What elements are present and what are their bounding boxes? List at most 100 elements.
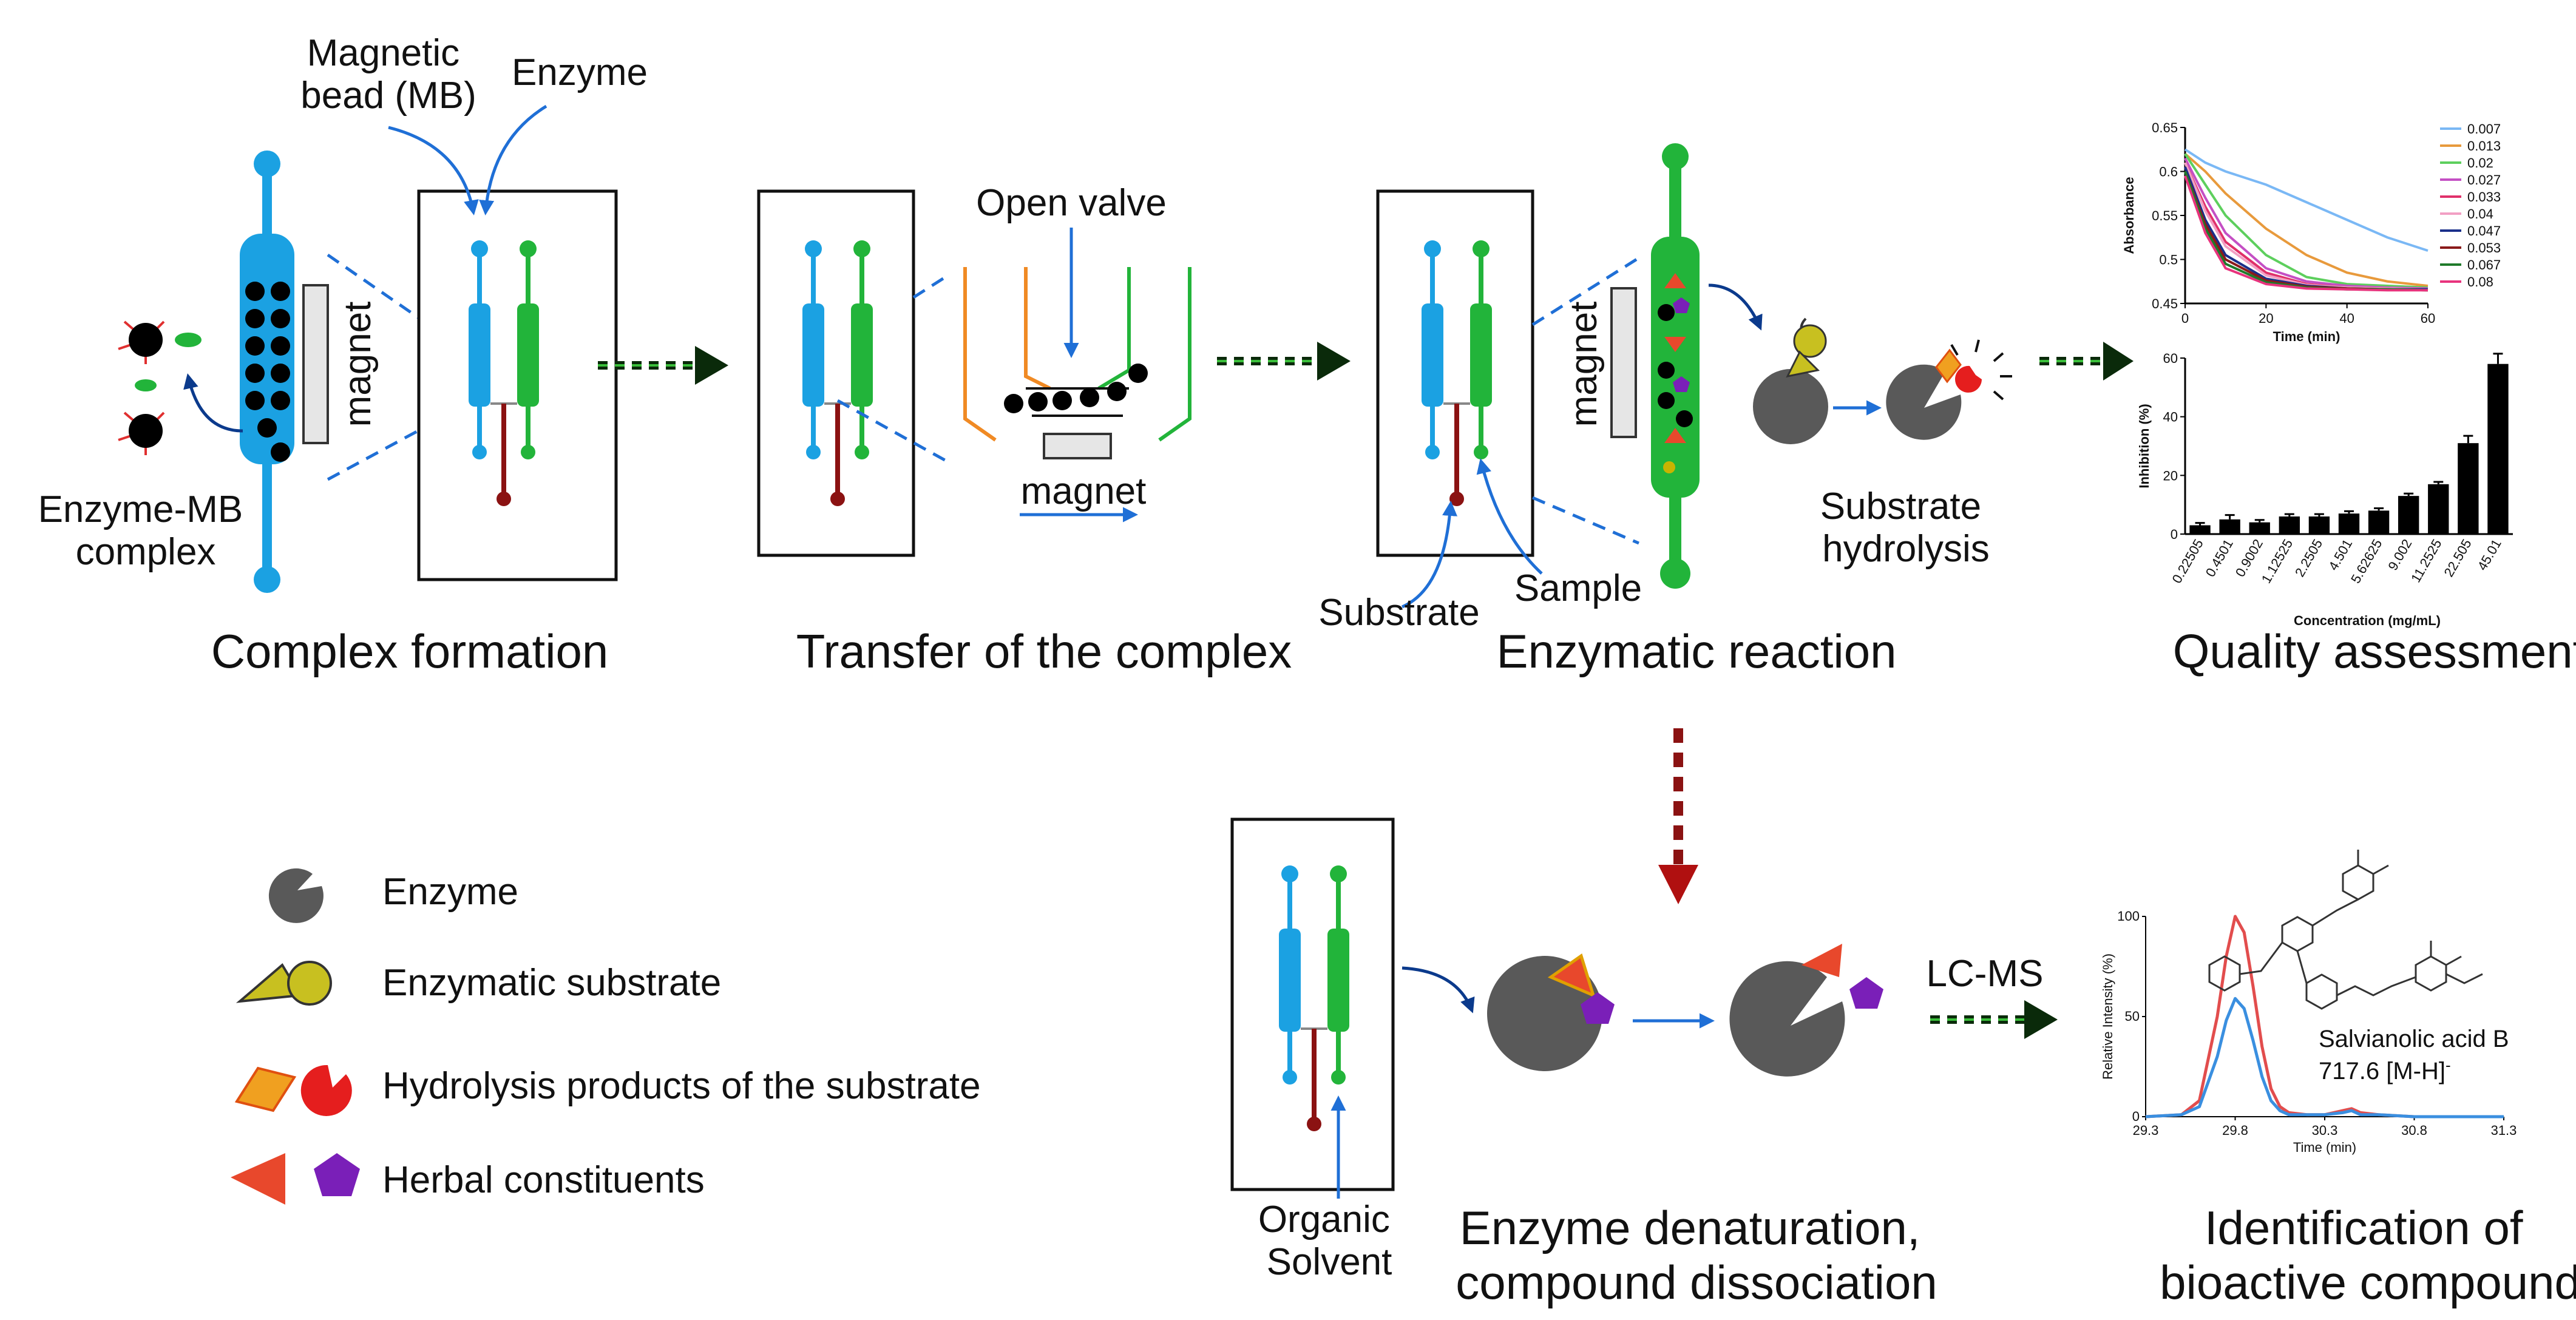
x-tick-label: 45.01 — [2475, 536, 2504, 573]
magnet-bar-3 — [1610, 287, 1637, 438]
y-tick-label: 60 — [2163, 351, 2178, 366]
magnetic-beads — [245, 282, 290, 462]
series-line — [2184, 157, 2429, 290]
series-line — [2184, 148, 2429, 252]
y-tick-label: 40 — [2163, 410, 2178, 425]
mixing-channel — [240, 151, 294, 593]
molecule-structure — [2208, 850, 2483, 1010]
sample-label: Sample — [1514, 567, 1642, 609]
bar — [2189, 525, 2211, 534]
bar — [2279, 516, 2300, 534]
magnet-label-3: magnet — [1563, 302, 1605, 427]
y-tick-label: 20 — [2163, 468, 2178, 483]
legend-label-herbal: Herbal constituents — [382, 1159, 705, 1201]
magnet-label-2: magnet — [1021, 470, 1147, 512]
legend-item-enzyme: Enzyme — [268, 868, 518, 923]
x-axis-title: Time (min) — [2273, 329, 2340, 344]
x-tick-label: 30.3 — [2312, 1123, 2338, 1138]
series-line — [2184, 152, 2429, 287]
y-tick-label: 0.65 — [2152, 120, 2178, 135]
reaction-contents — [1658, 273, 1693, 473]
triangle-icon — [231, 1153, 285, 1205]
x-axis-title: Concentration (mg/mL) — [2294, 613, 2441, 628]
step-title-quality: Quality assessment — [2173, 624, 2576, 678]
compound-mass: 717.6 [M-H]- — [2319, 1056, 2451, 1085]
lcms-label: LC-MS — [1927, 953, 2044, 995]
bar — [2368, 510, 2390, 534]
enzyme-with-substrate — [1753, 317, 1828, 444]
legend-label-substrate: Enzymatic substrate — [382, 962, 721, 1004]
legend-item-products: Hydrolysis products of the substrate — [234, 1064, 981, 1116]
x-tick-label: 0.4501 — [2203, 536, 2236, 580]
y-axis-title: Inhibition (%) — [2137, 404, 2152, 488]
pentagon-icon — [314, 1153, 360, 1196]
y-tick-label: 50 — [2125, 1009, 2140, 1024]
flow-arrow-down — [1658, 728, 1698, 904]
substrate-label: Substrate — [1318, 592, 1479, 634]
legend-label: 0.027 — [2467, 172, 2501, 188]
bar — [2338, 513, 2360, 534]
legend-label: 0.053 — [2467, 240, 2501, 256]
bar — [2428, 484, 2449, 534]
y-tick-label: 0.45 — [2152, 296, 2178, 311]
legend-label: 0.033 — [2467, 189, 2501, 205]
magnetic-bead-label: Magnetic bead (MB) — [300, 32, 476, 117]
step-title-transfer: Transfer of the complex — [796, 624, 1292, 678]
legend-item-herbal: Herbal constituents — [231, 1153, 705, 1205]
x-tick-label: 30.8 — [2401, 1123, 2427, 1138]
legend: Enzyme Enzymatic substrate Hydrolysis pr… — [231, 868, 981, 1205]
bar — [2308, 516, 2330, 534]
enzyme-mb-complex-label: Enzyme-MB complex — [38, 489, 254, 573]
step-title-reaction: Enzymatic reaction — [1497, 624, 1897, 678]
x-tick-label: 60 — [2421, 311, 2435, 326]
x-tick-label: 29.3 — [2133, 1123, 2159, 1138]
open-valve-label: Open valve — [976, 182, 1167, 224]
bar — [2487, 364, 2509, 534]
x-tick-label: 0 — [2181, 311, 2189, 326]
complex-formation-panel: magnet Enzyme-MB complex — [38, 32, 648, 593]
legend-label: 0.02 — [2467, 155, 2493, 171]
x-tick-label: 0.22505 — [2169, 536, 2206, 586]
legend-label-products: Hydrolysis products of the substrate — [382, 1065, 981, 1107]
chip-box-1 — [417, 189, 618, 581]
legend-label: 0.04 — [2467, 206, 2493, 222]
bar — [2219, 519, 2240, 534]
legend-label: 0.013 — [2467, 138, 2501, 154]
denaturation-panel: Organic Solvent Enzyme denaturation, com… — [1230, 817, 1937, 1309]
magnet-bar — [302, 284, 329, 444]
y-tick-label: 0.5 — [2159, 252, 2178, 268]
y-tick-label: 0.55 — [2152, 208, 2178, 223]
legend-label: 0.08 — [2467, 274, 2493, 289]
compound-name: Salvianolic acid B — [2319, 1026, 2509, 1052]
x-axis-title: Time (min) — [2293, 1140, 2356, 1155]
x-tick-label: 31.3 — [2491, 1123, 2517, 1138]
product-pacman-icon — [300, 1064, 352, 1116]
x-tick-label: 29.8 — [2222, 1123, 2248, 1138]
reaction-panel: magnet Substrate Sample — [1318, 143, 2012, 634]
y-tick-label: 0 — [2171, 527, 2178, 542]
series-line — [2184, 175, 2428, 292]
y-tick-label: 100 — [2117, 909, 2140, 924]
x-tick-label: 20 — [2259, 311, 2273, 326]
beads-at-valve — [1004, 364, 1148, 413]
step-title-denaturation: Enzyme denaturation, compound dissociati… — [1456, 1201, 1937, 1309]
flow-arrow-1 — [598, 346, 728, 385]
x-tick-label: 9.002 — [2385, 536, 2415, 573]
bar — [2249, 522, 2270, 534]
enzyme-released-compounds — [1729, 944, 1883, 1077]
series-line — [2184, 153, 2429, 289]
x-tick-label: 22.505 — [2441, 536, 2474, 580]
enzyme-after-hydrolysis — [1886, 339, 2012, 440]
flow-arrow-lcms: LC-MS — [1927, 953, 2058, 1039]
enzyme-icon — [268, 868, 324, 923]
x-tick-label: 40 — [2339, 311, 2354, 326]
substrate-icon — [236, 961, 332, 1006]
magnet-label: magnet — [337, 302, 379, 427]
transfer-panel: Open valve magnet — [757, 182, 1191, 557]
step-title-complex-formation: Complex formation — [211, 624, 609, 678]
step-title-identification: Identification of bioactive compound — [2160, 1201, 2576, 1309]
